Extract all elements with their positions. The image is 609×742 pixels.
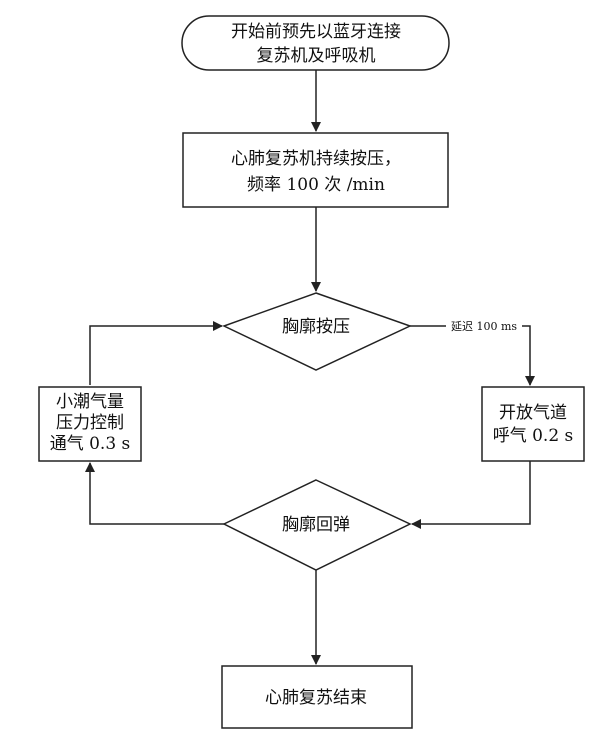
edge-delay-label: 延迟 100 ms <box>451 320 517 333</box>
edge-rebound-to-ventilate <box>85 462 224 525</box>
exhale-node: 开放气道 呼气 0.2 s <box>481 386 585 462</box>
start-node-line-2: 复苏机及呼吸机 <box>257 46 376 66</box>
ventilate-node: 小潮气量 压力控制 通气 0.3 s <box>38 386 142 462</box>
start-node-shape <box>181 15 450 71</box>
chest-press-node-label: 胸廓按压 <box>282 317 350 337</box>
exhale-node-line-2: 呼气 0.2 s <box>493 426 574 446</box>
ventilate-node-line-1: 小潮气量 <box>56 392 124 412</box>
edge-ventilate-to-chest-press <box>89 321 223 385</box>
exhale-node-shape <box>481 386 585 462</box>
compress-node-shape <box>182 132 449 208</box>
end-node: 心肺复苏结束 <box>221 665 413 729</box>
compress-node-line-2: 频率 100 次 /min <box>247 175 385 195</box>
chest-press-node: 胸廓按压 <box>222 292 412 371</box>
start-node-line-1: 开始前预先以蓝牙连接 <box>231 22 401 42</box>
end-node-label: 心肺复苏结束 <box>265 688 367 708</box>
start-node: 开始前预先以蓝牙连接 复苏机及呼吸机 <box>181 15 450 71</box>
rebound-node-label: 胸廓回弹 <box>282 515 350 535</box>
compress-node: 心肺复苏机持续按压， 频率 100 次 /min <box>182 132 449 208</box>
end-node-shape <box>221 665 413 729</box>
ventilate-node-shape <box>38 386 142 462</box>
edge-chest-press-to-exhale <box>410 325 535 386</box>
ventilate-node-line-3: 通气 0.3 s <box>50 434 131 454</box>
exhale-node-line-1: 开放气道 <box>499 403 567 423</box>
chest-press-node-shape <box>222 292 412 371</box>
ventilate-node-line-2: 压力控制 <box>56 413 124 433</box>
edge-delay-label-bg <box>446 318 522 334</box>
compress-node-line-1: 心肺复苏机持续按压， <box>231 149 401 169</box>
rebound-node: 胸廓回弹 <box>222 479 412 571</box>
edge-exhale-to-rebound <box>411 461 531 529</box>
rebound-node-shape <box>222 479 412 571</box>
